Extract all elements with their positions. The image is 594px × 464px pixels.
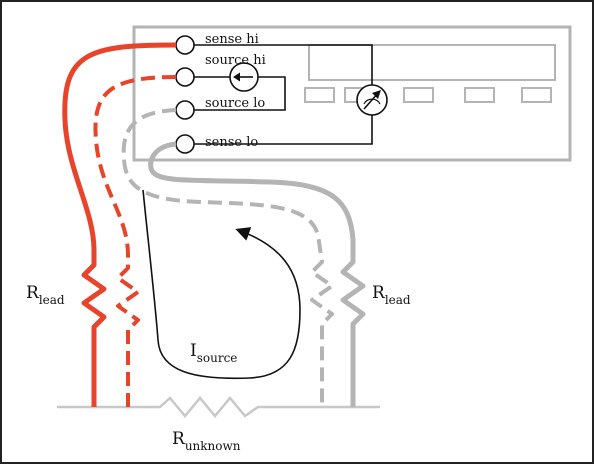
terminal-sense-lo bbox=[175, 134, 195, 154]
wire-sense-lo-to-meter bbox=[194, 115, 373, 145]
voltmeter-icon bbox=[356, 84, 388, 116]
terminal-source-lo bbox=[175, 100, 195, 120]
label-r-lead-right: Rlead bbox=[372, 283, 411, 307]
current-flow-arrow bbox=[142, 189, 301, 380]
unknown-resistor bbox=[57, 396, 380, 418]
label-r-lead-left: Rlead bbox=[26, 283, 65, 307]
svg-text:Rlead: Rlead bbox=[26, 283, 65, 307]
instrument-button-4 bbox=[464, 87, 495, 103]
label-sense-hi: sense hi bbox=[205, 32, 259, 47]
svg-text:Isource: Isource bbox=[190, 341, 237, 365]
current-source-icon bbox=[229, 62, 259, 92]
instrument-button-3 bbox=[403, 87, 434, 103]
label-source-hi: source hi bbox=[205, 53, 266, 68]
sense-lo-lead bbox=[148, 141, 366, 407]
svg-text:Runknown: Runknown bbox=[172, 429, 241, 453]
label-source-lo: source lo bbox=[205, 96, 265, 111]
instrument-button-5 bbox=[521, 87, 552, 103]
terminal-sense-hi bbox=[175, 35, 195, 55]
source-hi-lead bbox=[93, 75, 177, 407]
label-r-unknown: Runknown bbox=[172, 429, 241, 453]
sense-hi-lead bbox=[62, 42, 177, 407]
wire-source-loop bbox=[194, 76, 286, 111]
label-sense-lo: sense lo bbox=[205, 135, 258, 150]
wire-sense-hi-to-meter bbox=[194, 44, 373, 85]
instrument-display bbox=[308, 44, 556, 81]
zigzag-resistor-icon bbox=[57, 396, 380, 418]
internal-wiring bbox=[194, 44, 373, 145]
instrument-outline bbox=[132, 25, 572, 162]
svg-text:Rlead: Rlead bbox=[372, 283, 411, 307]
label-i-source: Isource bbox=[190, 341, 237, 365]
terminal-source-hi bbox=[175, 67, 195, 87]
instrument-button-1 bbox=[304, 87, 335, 103]
